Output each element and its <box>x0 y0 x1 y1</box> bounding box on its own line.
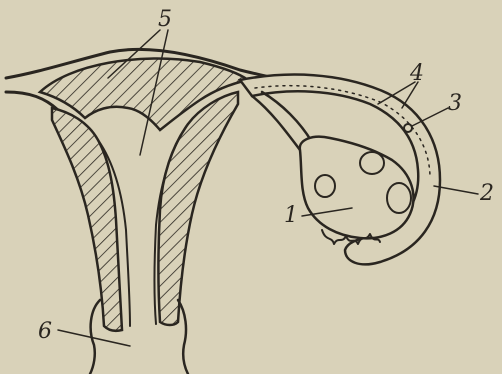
label-2: 2 <box>479 181 494 206</box>
label-5: 5 <box>158 7 172 32</box>
ovarian-stalk <box>252 96 300 150</box>
label-1: 1 <box>284 203 298 228</box>
right-uterine-wall <box>159 92 239 325</box>
left-uterine-wall <box>52 108 122 331</box>
label-6: 6 <box>38 319 52 344</box>
ovary <box>300 137 414 239</box>
label-3: 3 <box>448 91 462 116</box>
label-4: 4 <box>409 61 424 86</box>
